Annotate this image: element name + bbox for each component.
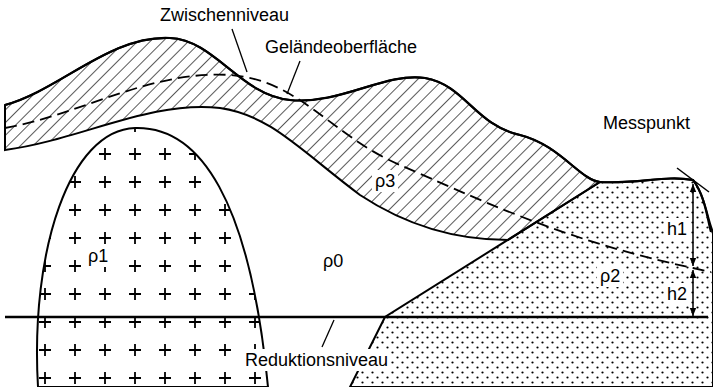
density-label: ρ2	[597, 265, 623, 287]
leader-line	[232, 29, 247, 72]
density-label: ρ1	[85, 245, 111, 267]
height-arrow	[692, 270, 694, 316]
region-outline	[345, 175, 713, 387]
level-label: Reduktionsniveau	[242, 349, 391, 371]
density-label: ρ0	[320, 250, 346, 272]
reduction-level	[5, 316, 708, 318]
density-label: ρ3	[372, 170, 398, 192]
region-shape	[37, 128, 268, 387]
granite-body: ρ1	[30, 120, 275, 387]
level-label: Zwischenniveau	[160, 4, 289, 26]
region-outline	[30, 120, 275, 387]
region-shape	[5, 38, 600, 240]
dense-body: ρ2	[345, 175, 713, 387]
station-label: Messpunkt	[603, 112, 690, 134]
leader-line	[322, 320, 334, 347]
intermediate-level	[5, 75, 711, 272]
height-arrow	[692, 184, 694, 266]
height-label: h2	[664, 283, 690, 305]
height-label: h1	[664, 218, 690, 240]
region-shape	[350, 178, 713, 387]
terrain-surface	[5, 38, 711, 232]
leader-line	[287, 61, 300, 94]
surface-label: Geländeoberfläche	[265, 36, 417, 58]
